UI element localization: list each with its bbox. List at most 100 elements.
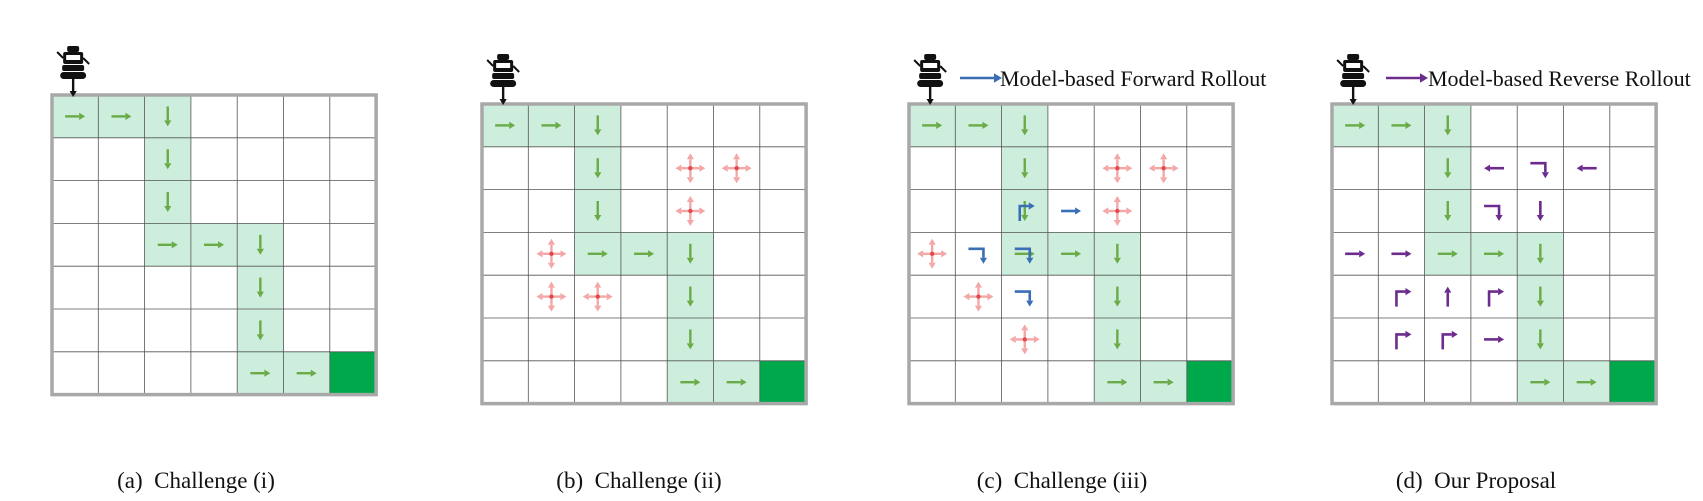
policy-arrow xyxy=(1444,158,1452,179)
forward-rollout-arrow xyxy=(1018,202,1035,221)
uncertain-action-marker xyxy=(536,281,567,312)
reverse-rollout-arrow xyxy=(1536,201,1544,221)
policy-arrow xyxy=(495,121,516,129)
policy-arrow xyxy=(686,286,694,307)
caption-c-text: Challenge (iii) xyxy=(1013,468,1148,493)
policy-arrow xyxy=(686,329,694,350)
uncertain-action-marker xyxy=(675,196,706,226)
policy-arrow xyxy=(634,250,655,258)
caption-d-label: (d) xyxy=(1395,468,1423,493)
policy-arrow xyxy=(65,112,86,120)
caption-a-text: Challenge (i) xyxy=(154,468,275,493)
panel-c xyxy=(907,54,1235,406)
uncertain-action-marker xyxy=(1148,153,1179,184)
goal-cell xyxy=(759,360,807,404)
reverse-rollout-arrow xyxy=(1395,288,1412,307)
uncertain-action-marker xyxy=(1009,324,1040,355)
forward-rollout-legend-label: Model-based Forward Rollout xyxy=(1000,66,1267,91)
policy-arrow xyxy=(1536,286,1544,307)
panel-a xyxy=(50,46,378,397)
policy-arrow xyxy=(922,121,943,129)
caption-b-label: (b) xyxy=(556,468,584,493)
forward-rollout-arrow xyxy=(1014,247,1034,264)
reverse-rollout-arrow xyxy=(1530,161,1549,179)
policy-arrow xyxy=(250,369,271,377)
caption-a-label: (a) xyxy=(117,468,143,493)
policy-arrow xyxy=(594,201,602,221)
forward-rollout-arrow xyxy=(1014,290,1034,307)
policy-arrow xyxy=(256,277,264,298)
policy-arrow xyxy=(111,112,132,120)
uncertain-action-marker xyxy=(536,238,567,269)
policy-arrow xyxy=(1345,121,1366,129)
panel-d xyxy=(1330,54,1658,406)
policy-arrow xyxy=(1391,121,1412,129)
policy-arrow xyxy=(164,192,172,212)
uncertain-action-marker xyxy=(963,281,994,312)
reverse-rollout-arrow xyxy=(1441,330,1458,350)
robot-icon xyxy=(1336,54,1370,105)
policy-arrow xyxy=(1536,329,1544,350)
policy-arrow xyxy=(1021,115,1029,136)
policy-arrow xyxy=(1444,201,1452,221)
reverse-rollout-arrow xyxy=(1484,164,1505,172)
policy-arrow xyxy=(164,106,172,127)
grid-frame xyxy=(907,102,1235,406)
policy-arrow xyxy=(204,241,225,249)
policy-arrow xyxy=(157,241,178,249)
policy-arrow xyxy=(1437,250,1458,258)
caption-c-label: (c) xyxy=(976,468,1003,493)
forward-rollout-arrow xyxy=(1061,207,1082,215)
uncertain-action-marker xyxy=(675,153,706,184)
grid-frame xyxy=(50,93,378,397)
policy-arrow xyxy=(1444,115,1452,136)
reverse-rollout-arrow xyxy=(1576,164,1597,172)
reverse-rollout-arrow xyxy=(1345,250,1366,258)
policy-arrow xyxy=(1107,378,1128,386)
policy-arrow xyxy=(680,378,701,386)
policy-arrow xyxy=(1061,250,1082,258)
policy-arrow xyxy=(594,115,602,136)
reverse-rollout-legend-label: Model-based Reverse Rollout xyxy=(1428,66,1691,91)
policy-arrow xyxy=(1536,243,1544,264)
caption-b-text: Challenge (ii) xyxy=(594,468,722,493)
policy-arrow xyxy=(1113,329,1121,350)
panel-b xyxy=(480,54,808,406)
uncertain-action-marker xyxy=(1102,196,1133,226)
policy-arrow xyxy=(1484,250,1505,258)
purple-legend-arrow-icon xyxy=(1386,73,1428,83)
caption-d: (d) Our Proposal xyxy=(1396,468,1556,494)
policy-arrow xyxy=(968,121,989,129)
policy-arrow xyxy=(1530,378,1551,386)
policy-arrow xyxy=(1113,286,1121,307)
policy-arrow xyxy=(587,250,608,258)
uncertain-action-marker xyxy=(721,153,752,184)
forward-rollout-arrow xyxy=(968,247,988,264)
policy-arrow xyxy=(594,158,602,179)
robot-icon xyxy=(56,46,90,97)
policy-arrow xyxy=(541,121,562,129)
policy-arrow xyxy=(296,369,317,377)
reverse-rollout-arrow xyxy=(1395,330,1412,350)
caption-a: (a) Challenge (i) xyxy=(117,468,275,494)
policy-arrow xyxy=(1153,378,1174,386)
goal-cell xyxy=(1186,360,1234,404)
policy-arrow xyxy=(164,149,172,170)
uncertain-action-marker xyxy=(1102,153,1133,184)
uncertain-action-marker xyxy=(582,281,613,312)
reverse-rollout-arrow xyxy=(1444,286,1452,307)
policy-arrow xyxy=(686,243,694,264)
goal-cell xyxy=(329,351,377,395)
reverse-rollout-arrow xyxy=(1484,335,1505,343)
blue-legend-arrow-icon xyxy=(960,73,1002,83)
caption-c: (c) Challenge (iii) xyxy=(977,468,1148,494)
policy-arrow xyxy=(1021,158,1029,179)
policy-arrow xyxy=(256,234,264,255)
policy-arrow xyxy=(1576,378,1597,386)
goal-cell xyxy=(1609,360,1657,404)
grid-frame xyxy=(1330,102,1658,406)
policy-arrow xyxy=(726,378,747,386)
robot-icon xyxy=(913,54,947,105)
